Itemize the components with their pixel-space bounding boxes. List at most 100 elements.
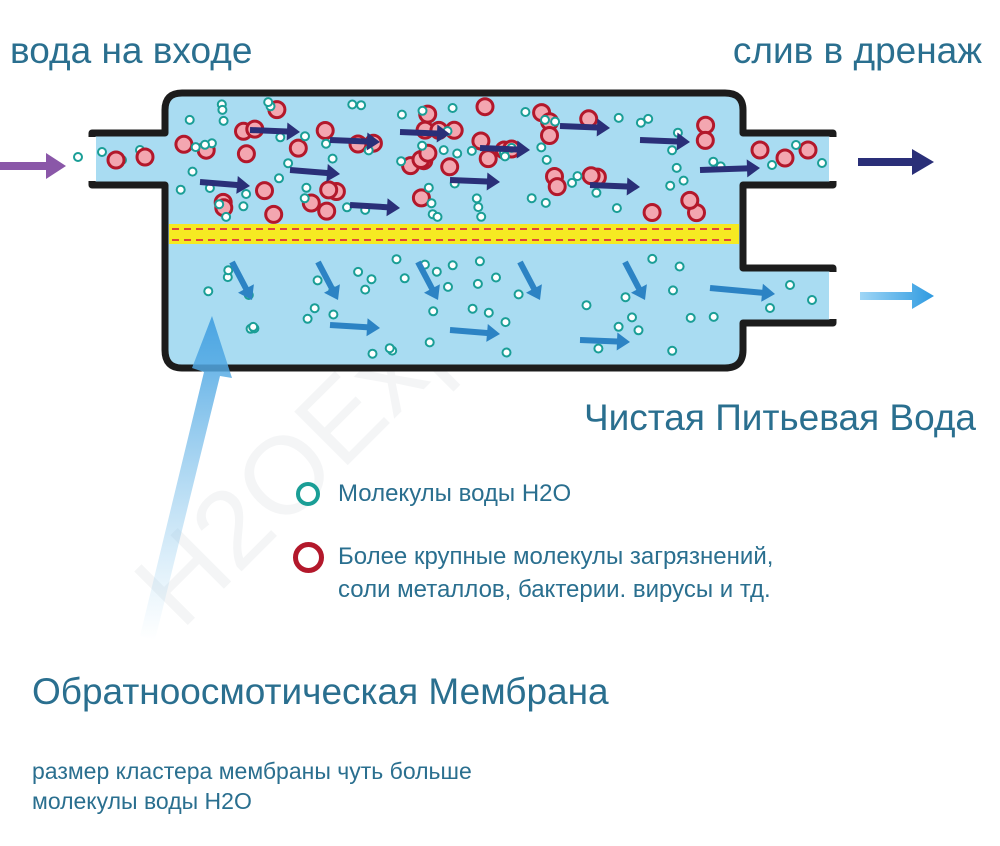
flow-arrow-icon [517,260,542,300]
water-molecule-icon [97,147,107,157]
contaminant-icon [135,147,155,167]
membrane-note-line1: размер кластера мембраны чуть больше [32,758,472,784]
water-molecule-icon [423,182,434,193]
flow-arrow-icon [639,132,690,151]
water-molecule-icon [328,309,339,320]
contaminant-icon [315,121,335,140]
water-molecule-icon [526,193,537,204]
water-molecule-icon [274,173,284,184]
water-molecule-icon [567,177,577,188]
contaminant-icon [695,130,715,150]
water-molecule-icon [221,211,232,222]
water-molecule-icon [471,193,482,204]
water-molecule-icon [540,197,551,208]
flow-arrow-icon [579,332,630,351]
water-molecule-icon [275,132,286,143]
water-molecule-icon [367,348,378,359]
water-molecule-icon [767,160,777,170]
contaminant-icon [236,144,256,164]
water-molecule-icon [384,343,395,354]
flow-arrow-icon [449,324,500,342]
water-molecule-icon [466,145,477,156]
water-molecule-icon [300,131,310,142]
contaminant-icon [798,140,818,160]
legend-water: Молекулы воды H2O [338,480,572,507]
water-molecule-legend-icon [296,482,320,506]
water-molecule-icon [443,281,453,292]
water-molecule-icon [785,280,795,290]
water-molecule-icon [299,193,310,204]
flow-arrow-icon [349,198,400,217]
water-molecule-icon [540,114,550,125]
contaminant-icon [174,134,194,154]
contaminant-legend-icon [293,542,324,573]
water-molecule-icon [807,295,817,305]
water-molecule-icon [424,337,435,348]
water-molecule-icon [396,109,407,120]
water-molecule-icon [238,201,249,212]
water-molecule-icon [472,278,483,289]
water-molecule-icon [647,253,658,264]
water-molecule-icon [765,303,775,313]
water-molecule-icon [500,317,511,328]
contaminant-icon [255,181,274,201]
water-molecule-icon [301,182,312,193]
water-molecule-icon [73,152,83,162]
water-molecule-icon [474,256,485,267]
water-molecule-icon [685,312,696,323]
water-molecule-icon [447,260,458,271]
water-molecule-icon [476,211,487,222]
membrane-label: Обратноосмотическая Мембрана [32,671,609,712]
water-molecule-icon [674,261,685,272]
flow-arrow-icon [289,164,340,182]
water-molecule-icon [708,311,719,322]
water-molecule-icon [431,266,442,277]
water-molecule-icon [593,343,604,354]
water-molecule-icon [396,156,407,167]
water-molecule-icon [541,154,552,165]
contaminant-icon [440,157,460,177]
water-molecule-icon [447,103,458,113]
flow-arrow-icon [479,140,530,159]
water-molecule-icon [366,274,377,285]
water-molecule-icon [581,300,592,311]
contaminant-icon [540,126,559,145]
contaminant-icon [288,138,308,158]
flow-arrow-icon [329,132,380,151]
water-molecule-icon [671,162,682,173]
contaminant-icon [696,115,716,135]
water-molecule-icon [223,265,234,276]
legend-contaminants-line2: соли металлов, бактерии. вирусы и тд. [338,576,771,603]
water-molecule-icon [613,112,624,123]
water-molecule-icon [817,158,827,168]
water-molecule-icon [321,138,331,149]
flow-arrow-icon [699,159,760,178]
water-molecule-icon [643,113,654,124]
water-molecule-icon [467,303,478,314]
water-molecule-icon [391,254,402,265]
water-molecule-icon [667,145,678,156]
water-molecule-icon [572,171,583,182]
water-molecule-icon [342,202,352,213]
legend-contaminants: Более крупные молекулы загрязнений, соли… [338,540,773,606]
water-molecule-icon [611,203,622,214]
contaminant-icon [411,188,431,208]
water-molecule-icon [627,312,637,323]
water-molecule-icon [187,166,198,177]
water-molecule-icon [347,99,358,110]
contaminant-icon [680,190,700,210]
contaminant-icon [264,204,284,224]
water-molecule-icon [217,104,228,115]
water-molecule-icon [668,285,678,296]
membrane-pointer-arrow [140,316,232,640]
water-molecule-icon [473,202,484,213]
water-molecule-icon [399,273,410,284]
water-molecule-icon [218,115,229,126]
water-molecule-icon [203,286,214,297]
flow-arrow-icon [399,124,450,143]
flow-arrows [199,118,775,351]
water-molecule-icon [665,180,676,191]
water-molecule-icon [791,140,801,150]
contaminant-icon [581,166,601,186]
water-molecule-icon [190,142,201,153]
